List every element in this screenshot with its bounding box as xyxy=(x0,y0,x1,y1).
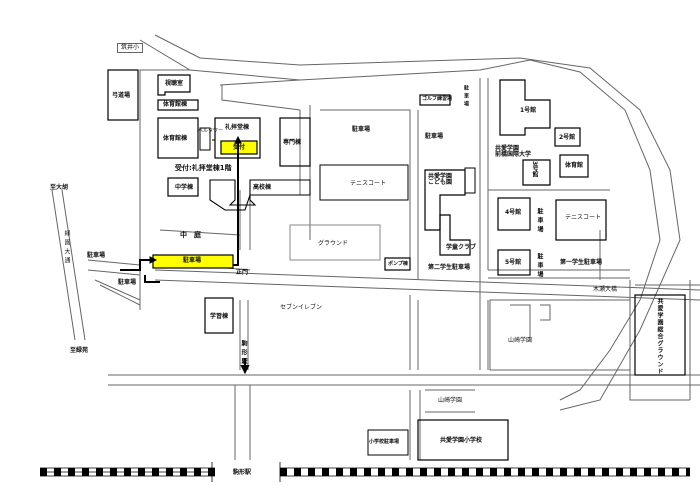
label-room1: 視聴室 xyxy=(165,80,184,87)
label-park1: 第一学生駐車場 xyxy=(560,259,603,266)
label-study: 学習棟 xyxy=(210,313,229,320)
label-seven-eleven: セブンイレブン xyxy=(280,304,323,311)
label-yamazaki2: 山崎学園 xyxy=(438,397,463,404)
label-park-r1: 駐車場 xyxy=(536,208,543,235)
label-high: 高校棟 xyxy=(253,184,272,191)
label-tennis-r: テニスコート xyxy=(565,214,602,221)
label-avenue: 緑園大通 xyxy=(63,230,70,266)
label-tennis-mid: テニスコート xyxy=(350,180,387,187)
label-bldg4: 4号館 xyxy=(505,209,522,216)
label-station: 駒形駅 xyxy=(233,469,252,476)
label-pump: ポンプ棟 xyxy=(388,261,408,267)
label-bldg2: 2号館 xyxy=(559,134,576,141)
label-belltower: ベルタワー xyxy=(198,128,224,134)
label-main-gate: 正門 xyxy=(236,269,249,276)
label-park-r2: 駐車場 xyxy=(536,253,543,280)
label-gakudo: 学童クラブ xyxy=(446,244,477,251)
label-gym-univ: 体育館 xyxy=(565,162,584,169)
label-bldg3: 3号館 xyxy=(531,161,538,178)
label-senmon: 専門棟 xyxy=(283,139,302,146)
label-to-bottom: 至緑苑 xyxy=(70,347,89,354)
label-parking-main: 駐車場 xyxy=(183,257,202,264)
label-to-top: 至大胡 xyxy=(50,184,69,191)
label-sports-ground: 共愛学園総合グラウンド xyxy=(656,298,663,375)
label-golf: ゴルフ練習場 xyxy=(422,96,453,102)
label-gym: 体育館棟 xyxy=(163,135,188,142)
label-junior: 中学棟 xyxy=(175,184,194,191)
label-park2: 第二学生駐車場 xyxy=(428,264,471,271)
label-bridge: 木瀬大橋 xyxy=(593,286,618,293)
label-park-left1: 駐車場 xyxy=(87,252,106,259)
label-bldg5: 5号館 xyxy=(505,259,522,266)
label-ground: グラウンド xyxy=(318,240,349,247)
label-courtyard: 中 庭 xyxy=(180,231,201,239)
label-room2: 体育館棟 xyxy=(163,101,188,108)
label-school-top: 筑井小 xyxy=(117,43,144,53)
label-kyudo: 弓道場 xyxy=(112,92,131,99)
label-elem: 共愛学園小学校 xyxy=(440,437,483,444)
label-chapel: 礼拝堂棟 xyxy=(225,124,250,131)
label-yamazaki1: 山崎学園 xyxy=(508,337,533,344)
label-reception: 受付 xyxy=(233,144,246,151)
label-university: 共愛学園 前橋国際大学 xyxy=(495,145,532,158)
label-park-mid2: 駐車場 xyxy=(425,133,444,140)
label-bldg1: 1号館 xyxy=(520,107,537,114)
label-station-dir: 駒形駅 xyxy=(240,340,247,367)
label-reception-note: 受付:礼拝堂棟1階 xyxy=(175,164,232,172)
label-kodomoen: 共愛学園 こども園 xyxy=(428,173,453,186)
label-park-v: 駐車場 xyxy=(463,85,469,109)
label-park-mid: 駐車場 xyxy=(352,126,371,133)
label-elem-park: 小学校駐車場 xyxy=(369,439,400,445)
label-park-left2: 駐車場 xyxy=(118,279,137,286)
